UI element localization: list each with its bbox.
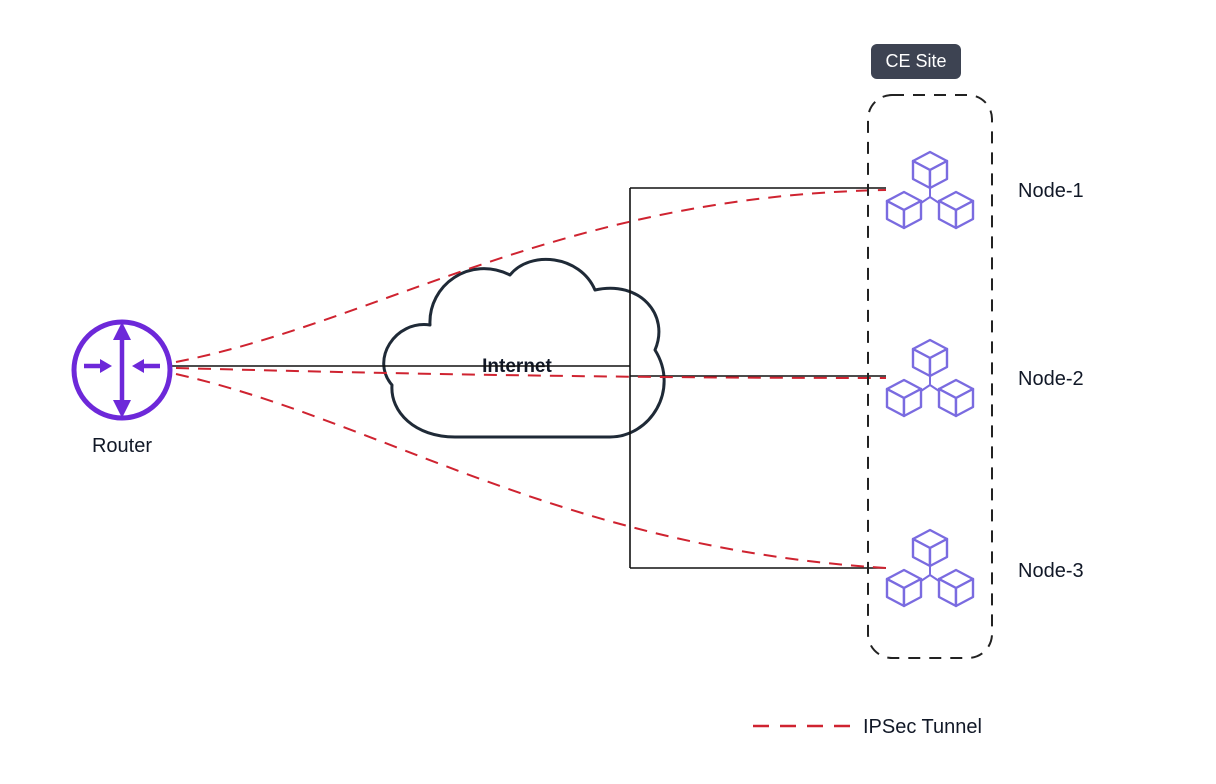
node-1-label: Node-1 (1018, 180, 1084, 202)
router-label: Router (92, 435, 152, 457)
ce-site-badge (871, 44, 961, 79)
ipsec-tunnels (175, 189, 887, 569)
node-3-icon (887, 530, 973, 606)
node-1-icon (887, 152, 973, 228)
router-icon (71, 319, 173, 421)
router-arrowhead-left (132, 359, 144, 373)
node-icons (887, 152, 973, 606)
ce-site-box (867, 94, 993, 659)
node-2-label: Node-2 (1018, 368, 1084, 390)
ce-site-badge-label: CE Site (885, 51, 946, 71)
legend: IPSec Tunnel (753, 716, 982, 738)
router-arrowhead-up (113, 322, 131, 340)
router-arrowhead-down (113, 400, 131, 418)
internet-cloud (382, 258, 666, 439)
node-3-label: Node-3 (1018, 560, 1084, 582)
tunnel-node2 (175, 367, 887, 379)
tunnel-node1 (175, 189, 887, 363)
node-2-icon (887, 340, 973, 416)
tunnel-node3 (175, 373, 887, 569)
router-arrowhead-right (100, 359, 112, 373)
connection-lines (170, 187, 886, 569)
legend-ipsec-label: IPSec Tunnel (863, 716, 982, 738)
